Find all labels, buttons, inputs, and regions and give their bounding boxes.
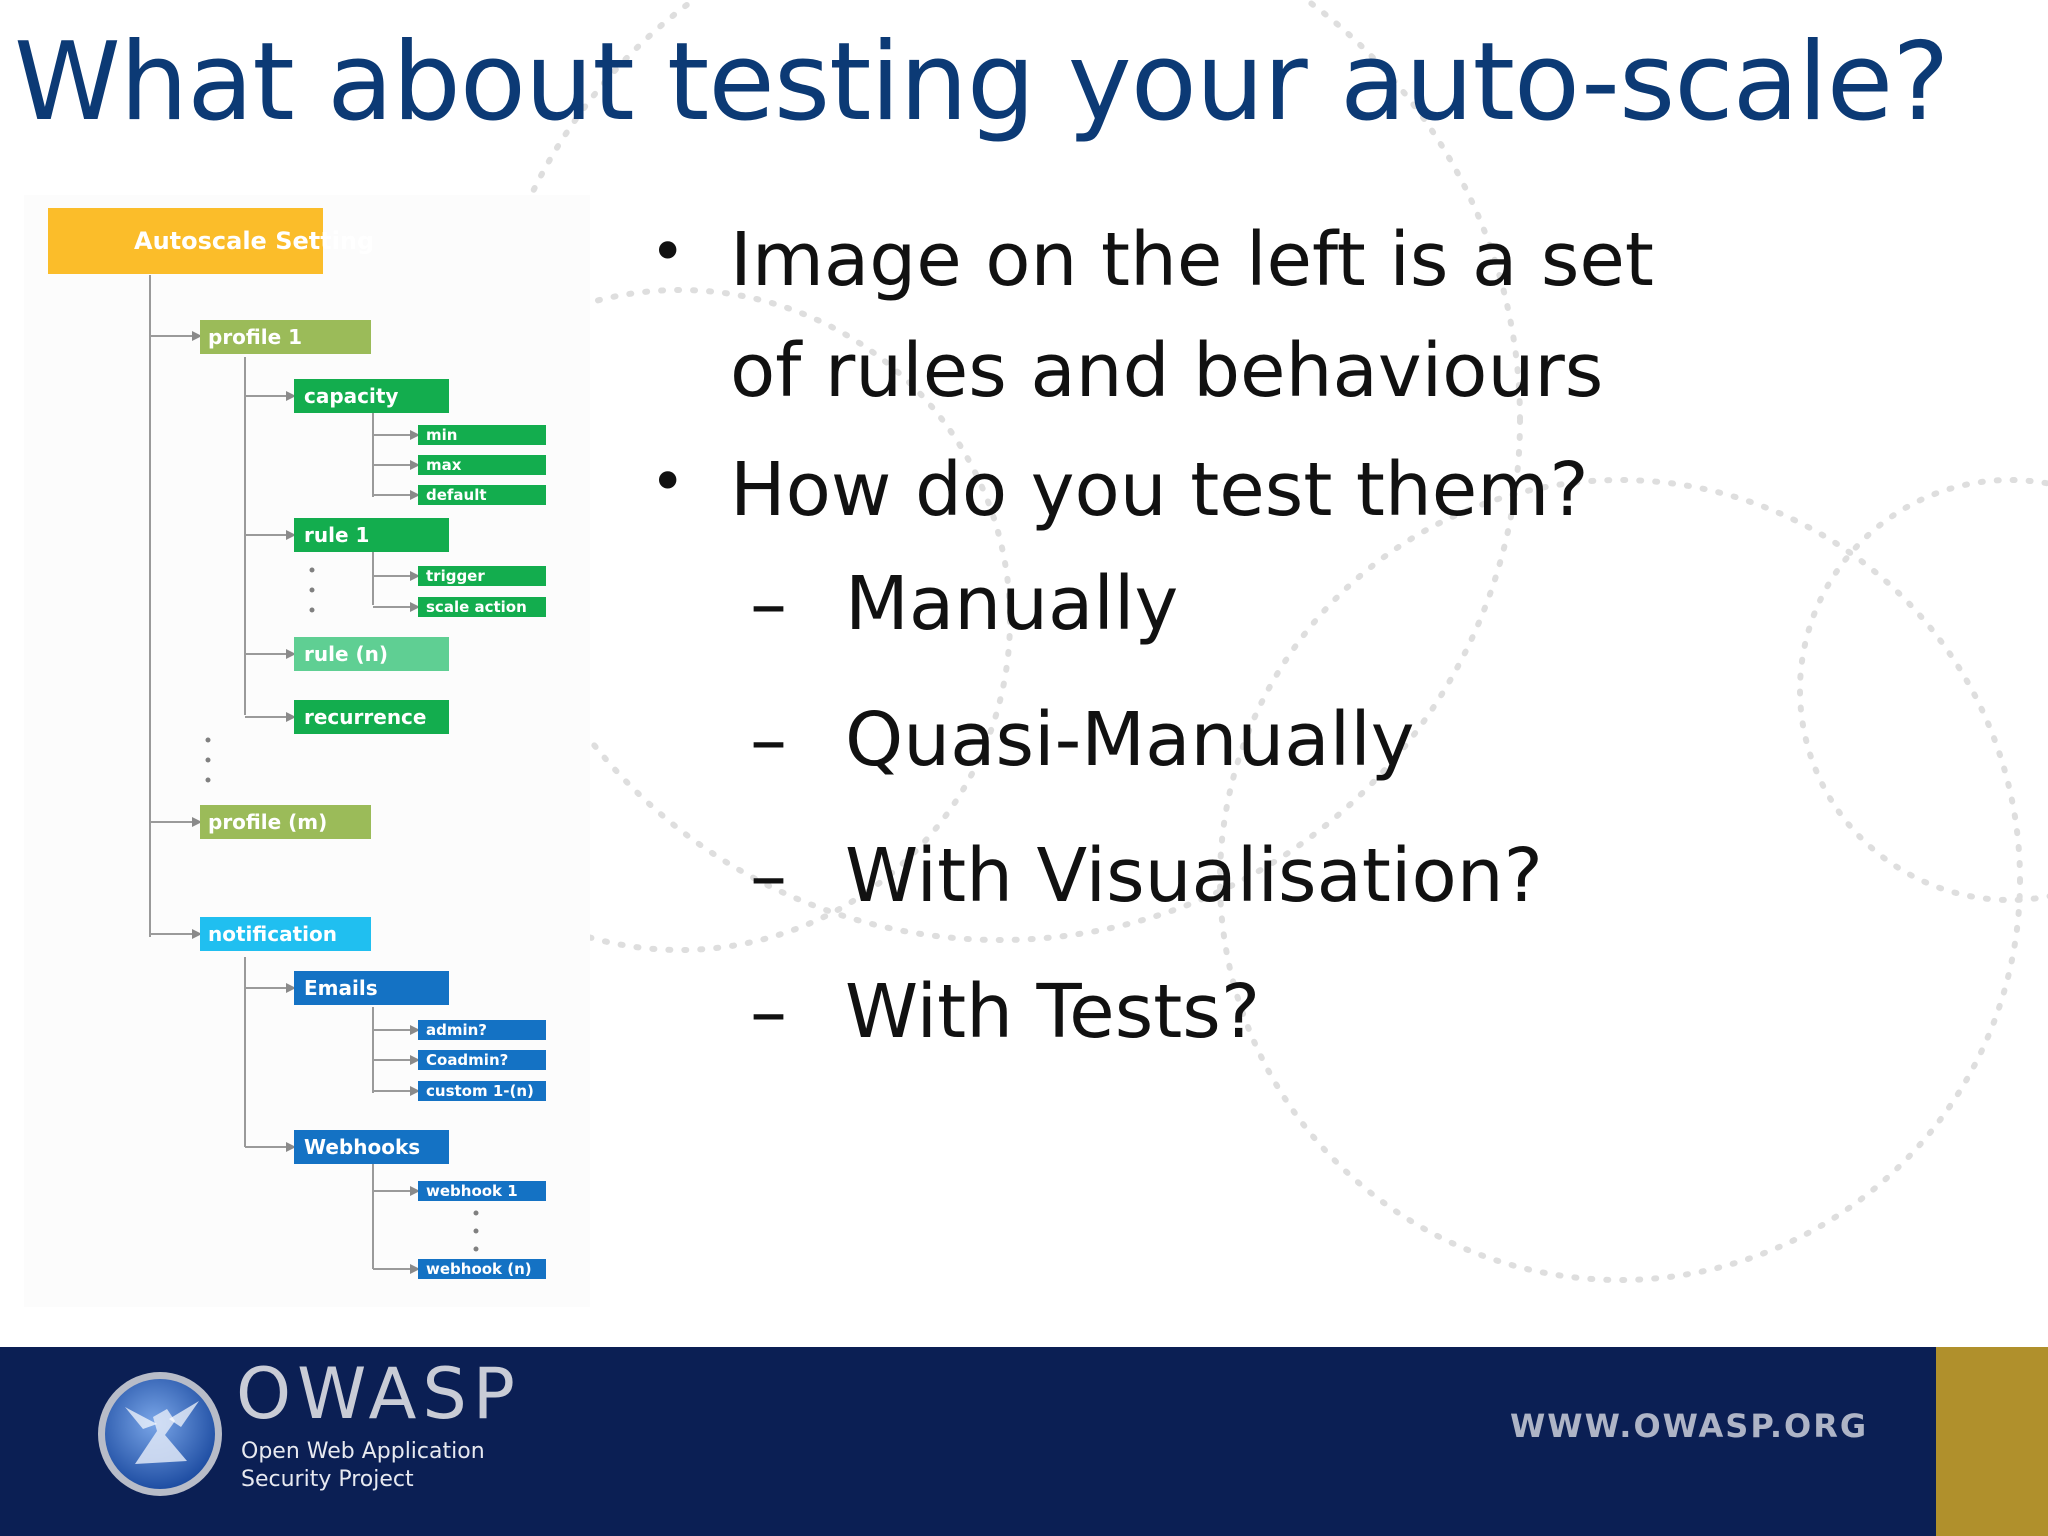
autoscale-diagram: Autoscale Setting profile 1 capacity min…	[24, 195, 590, 1307]
node-trigger: trigger	[418, 566, 546, 586]
node-rule-1: rule 1	[294, 518, 449, 552]
node-recurrence: recurrence	[294, 700, 449, 734]
node-capacity: capacity	[294, 379, 449, 413]
bullet-dot: •	[650, 217, 686, 287]
sub-bullet-dash: –	[750, 697, 787, 783]
sub-bullet-item: – With Visualisation?	[640, 830, 1820, 966]
bullet-item: • Image on the left is a set of rules an…	[640, 205, 1820, 427]
node-custom: custom 1-(n)	[418, 1081, 546, 1101]
sub-bullet-text: With Tests?	[845, 969, 1261, 1055]
sub-bullet-dash: –	[750, 561, 787, 647]
slide-title: What about testing your auto-scale?	[14, 20, 1950, 145]
sub-bullet-text: Quasi-Manually	[845, 697, 1415, 783]
sub-bullet-text: Manually	[845, 561, 1179, 647]
footer-accent-bar	[1936, 1347, 2048, 1536]
node-rule-n: rule (n)	[294, 637, 449, 671]
diagram-connectors	[149, 275, 479, 1274]
node-webhooks: Webhooks	[294, 1130, 449, 1164]
bullet-text: How do you test them?	[730, 447, 1589, 533]
sub-bullet-text: With Visualisation?	[845, 833, 1543, 919]
bullet-item: • How do you test them?	[640, 435, 1820, 546]
node-coadmin: Coadmin?	[418, 1050, 546, 1070]
sub-bullet-item: – Manually	[640, 558, 1820, 694]
owasp-website-url: WWW.OWASP.ORG	[1510, 1407, 1869, 1445]
owasp-tagline-line-2: Security Project	[241, 1467, 414, 1492]
node-profile-m: profile (m)	[200, 805, 371, 839]
bullet-text: Image on the left is a set of rules and …	[730, 217, 1654, 414]
node-emails: Emails	[294, 971, 449, 1005]
node-admin: admin?	[418, 1020, 546, 1040]
sub-bullet-dash: –	[750, 969, 787, 1055]
footer-band: OWASP Open Web Application Security Proj…	[0, 1347, 2048, 1536]
owasp-wordmark: OWASP	[236, 1353, 522, 1435]
bullet-list: • Image on the left is a set of rules an…	[640, 205, 1820, 1102]
node-autoscale-setting: Autoscale Setting	[48, 208, 374, 274]
sub-bullet-item: – Quasi-Manually	[640, 694, 1820, 830]
node-profile-1: profile 1	[200, 320, 371, 354]
node-scale-action: scale action	[418, 597, 546, 617]
bullet-dot: •	[650, 447, 686, 517]
owasp-wasp-logo-icon	[98, 1372, 222, 1496]
node-webhook-n: webhook (n)	[418, 1259, 546, 1279]
owasp-tagline-line-1: Open Web Application	[241, 1439, 485, 1464]
node-default: default	[418, 485, 546, 505]
sub-bullet-dash: –	[750, 833, 787, 919]
node-max: max	[418, 455, 546, 475]
node-webhook-1: webhook 1	[418, 1181, 546, 1201]
node-notification: notification	[200, 917, 371, 951]
node-min: min	[418, 425, 546, 445]
sub-bullet-item: – With Tests?	[640, 966, 1820, 1102]
